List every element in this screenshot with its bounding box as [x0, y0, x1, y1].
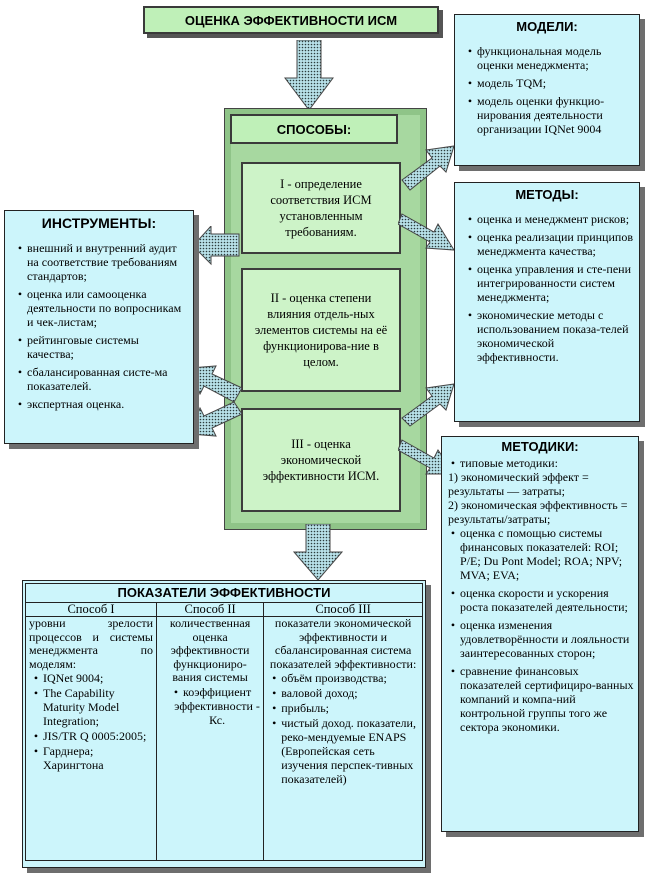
techniques-item: оценка изменения удовлетворённости и лоя…: [446, 618, 634, 660]
tools-item: экспертная оценка.: [13, 397, 187, 411]
models-item: функциональная модель оценки менеджмента…: [463, 44, 633, 72]
cell-item: The Capability Maturity Model Integratio…: [29, 686, 153, 728]
arrow-to-tools-bottom: [190, 401, 243, 437]
tools-item: сбалансированная систе-ма показателей.: [13, 365, 187, 393]
arrow-to-tools-lower: [190, 365, 243, 403]
tools-item: рейтинговые системы качества;: [13, 333, 187, 361]
cell-item: коэффициент эффективности - Кс.: [160, 685, 260, 727]
cell-item: IQNet 9004;: [29, 671, 153, 685]
techniques-item: типовые методики:: [446, 456, 634, 470]
indicators-table: ПОКАЗАТЕЛИ ЭФФЕКТИВНОСТИ Способ I Способ…: [25, 583, 423, 861]
tools-item: оценка или самооценка деятельности по во…: [13, 287, 187, 329]
column-header: Способ I: [25, 601, 157, 617]
tools-list: внешний и внутренний аудит на соответств…: [5, 241, 193, 411]
arrow-to-tools: [193, 226, 240, 266]
cell-intro: количественная оценка эффективности функ…: [169, 616, 251, 684]
models-list: функциональная модель оценки менеджмента…: [455, 44, 639, 136]
tools-title: ИНСТРУМЕНТЫ:: [41, 215, 157, 231]
techniques-intro-list: типовые методики:: [442, 456, 638, 470]
cell-item: Гарднера; Харингтона: [29, 744, 153, 772]
cell-item: чистый доход. показатели, реко-мендуемые…: [267, 716, 419, 786]
models-item: модель TQM;: [463, 76, 633, 90]
tools-box: ИНСТРУМЕНТЫ: внешний и внутренний аудит …: [4, 210, 194, 444]
column-header: Способ III: [263, 601, 423, 617]
arrow-to-techniques: [398, 439, 455, 475]
methods-title: МЕТОДЫ:: [515, 187, 579, 202]
methods-item: оценка управления и сте-пени интегрирова…: [463, 262, 633, 304]
techniques-item: оценка с помощью системы финансовых пока…: [446, 526, 634, 582]
diagram-title: ОЦЕНКА ЭФФЕКТИВНОСТИ ИСМ: [143, 6, 439, 34]
arrow-down-bottom: [292, 524, 344, 581]
techniques-box: МЕТОДИКИ: типовые методики: 1) экономиче…: [441, 436, 639, 832]
cell-item: прибыль;: [267, 701, 419, 715]
cell-item: JIS/TR Q 0005:2005;: [29, 729, 153, 743]
methods-item: оценка и менеджмент рисков;: [463, 212, 633, 226]
arrow-to-methods: [398, 213, 455, 251]
arrow-to-methods-lower: [401, 383, 455, 427]
stage-3: III - оценка экономической эффективности…: [241, 408, 401, 512]
methods-box: МЕТОДЫ: оценка и менеджмент рисков; оцен…: [454, 182, 640, 422]
techniques-list: оценка с помощью системы финансовых пока…: [442, 526, 638, 734]
techniques-title: МЕТОДИКИ:: [501, 439, 579, 454]
cell-item: валовой доход;: [267, 686, 419, 700]
indicators-cell-1: уровни зрелости процессов и системы мене…: [25, 616, 157, 861]
methods-item: экономические методы с использованием по…: [463, 308, 633, 364]
stage-1-text: I - определение соответствия ИСМ установ…: [270, 177, 372, 239]
techniques-item: оценка скорости и ускорения роста показа…: [446, 586, 634, 614]
models-box: МОДЕЛИ: функциональная модель оценки мен…: [454, 14, 640, 166]
techniques-line: 1) экономический эффект = результаты — з…: [448, 470, 589, 498]
models-item: модель оценки функцио-нирования деятельн…: [463, 94, 633, 136]
arrow-down-top: [284, 40, 334, 111]
methods-header: СПОСОБЫ:: [230, 114, 398, 144]
indicators-cell-3: показатели экономической эффективности и…: [263, 616, 423, 861]
stage-2-text: II - оценка степени влияния отдель-ных э…: [254, 291, 388, 369]
indicators-cell-2: количественная оценка эффективности функ…: [155, 616, 265, 861]
stage-1: I - определение соответствия ИСМ установ…: [241, 162, 401, 254]
cell-intro: уровни зрелости процессов и системы мене…: [29, 616, 153, 671]
models-title: МОДЕЛИ:: [516, 19, 578, 34]
indicators-box: ПОКАЗАТЕЛИ ЭФФЕКТИВНОСТИ Способ I Способ…: [22, 580, 426, 868]
indicators-title: ПОКАЗАТЕЛИ ЭФФЕКТИВНОСТИ: [25, 583, 423, 603]
column-header: Способ II: [155, 601, 265, 617]
arrow-to-models: [401, 145, 455, 191]
tools-item: внешний и внутренний аудит на соответств…: [13, 241, 187, 283]
techniques-item: сравнение финансовых показателей сертифи…: [446, 664, 634, 734]
stage-2: II - оценка степени влияния отдель-ных э…: [241, 268, 401, 392]
stage-3-text: III - оценка экономической эффективности…: [262, 437, 380, 483]
techniques-line: 2) экономическая эффективность = результ…: [448, 498, 628, 526]
diagram-title-text: ОЦЕНКА ЭФФЕКТИВНОСТИ ИСМ: [184, 12, 398, 28]
methods-list: оценка и менеджмент рисков; оценка реали…: [455, 212, 639, 364]
methods-item: оценка реализации принципов менеджмента …: [463, 230, 633, 258]
methods-header-text: СПОСОБЫ:: [276, 121, 352, 137]
cell-intro: показатели экономической эффективности и…: [269, 616, 417, 671]
cell-item: объём производства;: [267, 671, 419, 685]
